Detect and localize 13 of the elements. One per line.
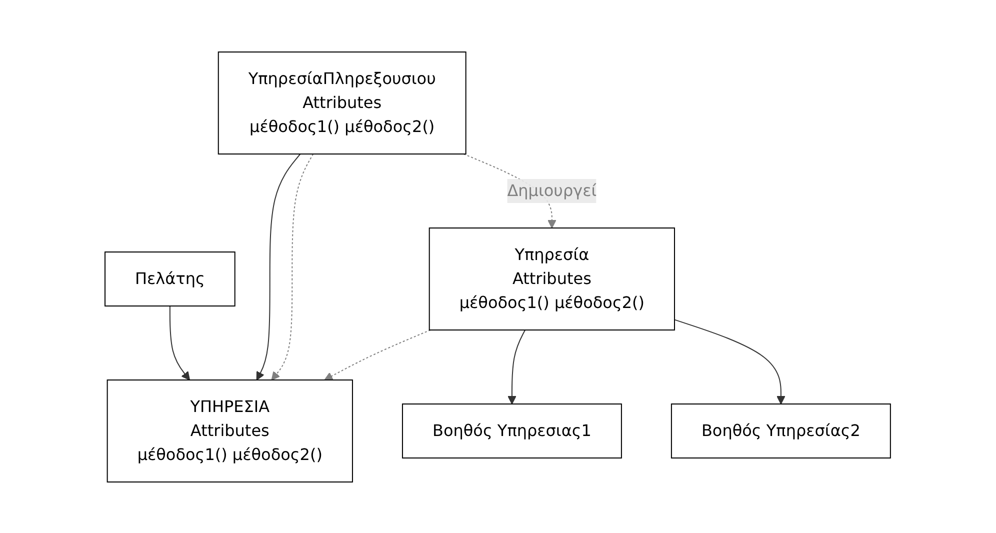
arrow (674, 318, 786, 404)
node-box: Πελάτης (104, 251, 236, 306)
node-box: Υπηρεσία Attributes μέθοδος1() μέθοδος2() (429, 227, 676, 330)
arrow (324, 329, 432, 380)
node-box: ΥπηρεσίαΠληρεξουσιου Attributes μέθοδος1() μέθοδος2() (218, 51, 467, 154)
edge-label: Δημιουργεί (508, 180, 597, 200)
node-box: Βοηθός Υπηρεσίας2 (671, 402, 892, 458)
arrow (272, 153, 314, 380)
arrow (170, 305, 190, 380)
node-box: ΥΠΗΡΕΣΙΑ Attributes μέθοδος1() μέθοδος2() (107, 379, 354, 482)
arrow (508, 329, 526, 404)
node-box: Βοηθός Υπηρεσιας1 (402, 402, 622, 458)
arrow (256, 153, 302, 380)
